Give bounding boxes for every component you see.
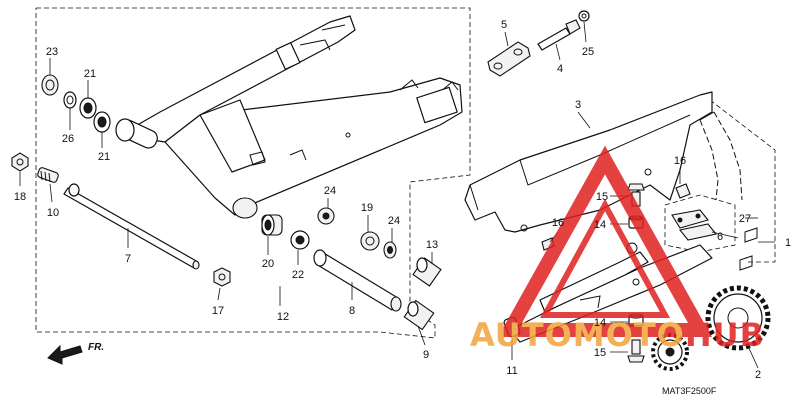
callout: 13: [426, 239, 438, 251]
watermark-text-part1: AUTOMOTOHUB: [470, 316, 765, 354]
callout: 8: [349, 305, 355, 317]
chain-joint-frame: [664, 194, 736, 253]
collar-8: [313, 249, 402, 312]
sprocket-2: [705, 285, 771, 351]
nut-17: [213, 267, 231, 287]
drawing-code: MAT3F2500F: [662, 386, 717, 396]
chain-slider-5: [487, 41, 531, 77]
callout: 26: [62, 133, 74, 145]
callout: 23: [46, 46, 58, 58]
bushing-13: [412, 257, 442, 287]
callout: 3: [575, 99, 581, 111]
callout: 24: [388, 215, 400, 227]
callout: 10: [47, 207, 59, 219]
callout: 11: [506, 365, 517, 377]
bearing-20: [261, 214, 283, 236]
callout: 27: [739, 213, 751, 225]
callout: 15: [594, 347, 606, 359]
callout: 18: [14, 191, 26, 203]
callout: 5: [501, 19, 507, 31]
cap-24-upper: [317, 207, 335, 225]
pivot-shaft-7: [63, 183, 200, 270]
seal-26: [63, 91, 77, 109]
washer-25: [578, 10, 590, 22]
callout: 15: [596, 191, 608, 203]
callout: 24: [324, 185, 336, 197]
direction-label: FR.: [88, 342, 104, 353]
callout: 14: [594, 219, 606, 231]
callout: 22: [292, 269, 304, 281]
bearing-23: [41, 74, 59, 96]
watermark-logo: AUTOMOTOHUB: [470, 145, 765, 354]
callout-labels: 23 21 26 21 18 10 7 17 24 20 22 19 24 12…: [14, 19, 791, 381]
bushing-9: [403, 299, 435, 331]
bolt-4: [537, 19, 581, 51]
callout: 9: [423, 349, 429, 361]
callout: 6: [717, 231, 723, 243]
callout: 19: [361, 202, 373, 214]
callout: 14: [594, 317, 606, 329]
master-link-6: [671, 209, 717, 241]
callout: 16: [552, 217, 564, 229]
watermark-part1: AUTOMOTO: [470, 316, 685, 354]
callout: 2: [755, 369, 761, 381]
callout: 17: [212, 305, 224, 317]
bolt-16-upper: [675, 183, 691, 199]
front-direction-arrow: FR.: [47, 342, 104, 365]
drive-chain-27: [699, 111, 743, 201]
bearing-21-upper: [79, 97, 97, 119]
nut-18: [11, 152, 29, 172]
watermark-part2: HUB: [685, 316, 765, 354]
bolt-10: [37, 167, 59, 183]
chain-group-mark: [739, 255, 753, 271]
callout: 1: [785, 237, 791, 249]
callout: 4: [557, 63, 563, 75]
chain-group-frame: [709, 99, 776, 263]
callout: 25: [582, 46, 594, 58]
bearing-19: [360, 231, 380, 251]
callout: 7: [125, 253, 131, 265]
callout: 16: [674, 155, 686, 167]
bolt-15-lower: [627, 339, 645, 363]
chain-guard-3: [464, 91, 713, 233]
chain-joint-mark: [744, 227, 758, 243]
callout: 21: [98, 151, 110, 163]
seal-22: [290, 230, 310, 250]
cap-24-lower: [383, 241, 397, 259]
callout: 21: [84, 68, 96, 80]
bearing-21-lower: [93, 111, 111, 133]
callout: 20: [262, 258, 274, 270]
swingarm: [115, 15, 463, 219]
callout: 12: [277, 311, 289, 323]
